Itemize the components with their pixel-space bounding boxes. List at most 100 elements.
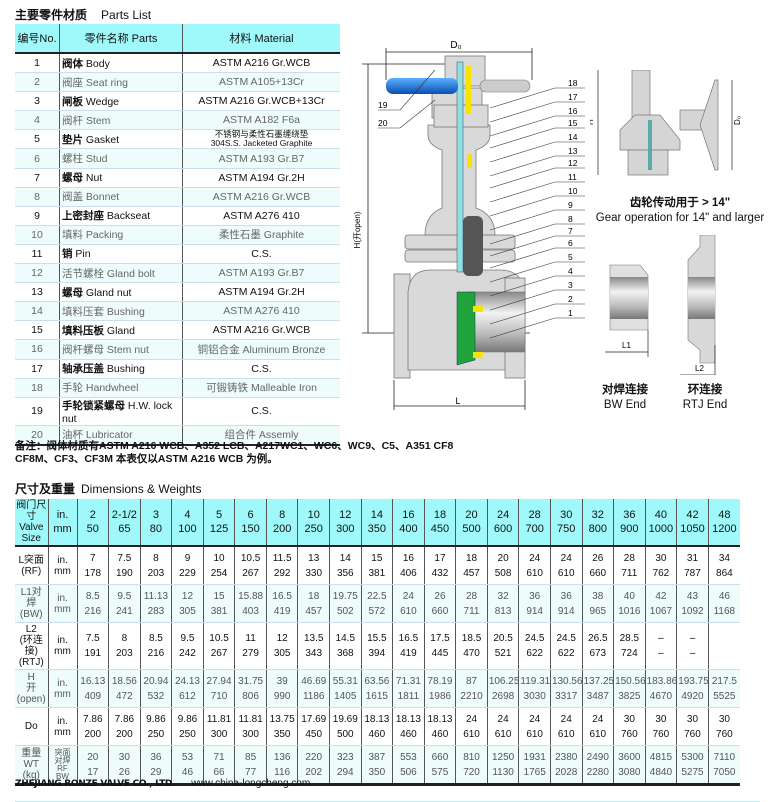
- value-primary: 11.81: [238, 713, 263, 725]
- part-name-en: Wedge: [85, 95, 120, 108]
- part-name: 螺柱 Stud: [59, 148, 183, 169]
- value-secondary: 3030: [523, 690, 546, 702]
- value-primary: 18: [465, 552, 478, 564]
- value-secondary: 1765: [523, 766, 546, 778]
- part-name-cn: 填料压板: [62, 324, 104, 337]
- value-secondary: 191: [84, 648, 102, 659]
- part-name-cn: 螺母: [62, 286, 83, 299]
- value-secondary: 267: [210, 648, 228, 659]
- website-link[interactable]: www.china-longcheng.com: [191, 778, 311, 789]
- value-secondary: 17: [87, 766, 99, 778]
- part-name-cn: 油杯: [62, 429, 83, 442]
- size-mm: 300: [336, 523, 355, 535]
- value-primary: 7.86: [114, 713, 135, 725]
- part-name-cn: 轴承压盖: [62, 363, 104, 376]
- part-no: 15: [15, 320, 60, 341]
- value-secondary: 990: [273, 690, 291, 702]
- part-callout-2: 2: [568, 294, 573, 304]
- value-secondary: 610: [526, 728, 543, 740]
- value-secondary: 1168: [713, 605, 736, 617]
- value-primary: 19.69: [332, 713, 358, 725]
- value-secondary: 4920: [681, 690, 704, 702]
- value-primary: 14.5: [335, 633, 356, 644]
- value-primary: 24: [560, 552, 572, 564]
- value-secondary: 532: [147, 690, 165, 702]
- value-secondary: 762: [652, 567, 670, 579]
- value-secondary: 1986: [428, 690, 452, 702]
- row-label-line: Do: [24, 721, 38, 732]
- end-connection-diagram: L1 L2: [605, 235, 716, 375]
- value-primary: 36: [529, 590, 541, 602]
- value-secondary: 3317: [555, 690, 578, 702]
- value-secondary: 1405: [334, 690, 357, 702]
- size-mm: 100: [178, 523, 197, 535]
- rtj-end-caption: 环连接 RTJ End: [670, 383, 740, 413]
- l1-label: L1: [622, 341, 631, 350]
- value-secondary: 575: [431, 766, 449, 778]
- material-text: ASTM A276 410: [223, 209, 300, 222]
- value-primary: 11: [245, 633, 256, 644]
- part-callout-16: 16: [568, 106, 578, 116]
- part-name-cn: 螺母: [62, 172, 83, 185]
- value-secondary: –: [658, 648, 664, 659]
- size-mm: 800: [588, 523, 607, 535]
- part-name-cn: 垫片: [62, 133, 83, 146]
- part-name-cn: 填料压套: [62, 305, 104, 318]
- part-name-en: Stem: [85, 114, 111, 127]
- part-name-en: H.W. lock nut: [62, 399, 173, 425]
- parts-title-en: Parts List: [101, 8, 152, 22]
- value-primary: 11.81: [206, 713, 232, 725]
- value-secondary: 2698: [491, 690, 515, 702]
- value-primary: 28: [465, 590, 478, 602]
- value-secondary: 305: [273, 648, 291, 659]
- value-primary: 18.13: [395, 713, 421, 725]
- part-no: 7: [15, 168, 60, 188]
- value-secondary: 965: [589, 605, 607, 617]
- value-secondary: 1615: [365, 690, 388, 702]
- size-in: 2: [89, 509, 96, 521]
- part-material: ASTM A216 Gr.WCB+13Cr: [182, 91, 340, 112]
- part-name: 填料 Packing: [59, 225, 183, 245]
- size-mm: 50: [86, 523, 99, 535]
- part-material: ASTM A105+13Cr: [182, 72, 340, 93]
- row-label-line: (环连接): [19, 635, 43, 657]
- value-secondary: 4670: [649, 690, 673, 702]
- size-in: 3: [152, 509, 159, 521]
- header-parts: 零件名称 Parts: [59, 24, 183, 54]
- value-secondary: 350: [273, 728, 291, 740]
- part-callout-5: 5: [568, 252, 573, 262]
- value-secondary: 200: [116, 728, 133, 740]
- wedge: [456, 291, 476, 366]
- value-secondary: 216: [147, 648, 165, 659]
- part-no: 17: [15, 359, 60, 379]
- value-primary: 24: [529, 713, 541, 725]
- size-in: 4: [184, 509, 191, 521]
- part-no: 16: [15, 339, 60, 360]
- value-secondary: 470: [463, 648, 480, 659]
- value-secondary: 610: [463, 728, 480, 740]
